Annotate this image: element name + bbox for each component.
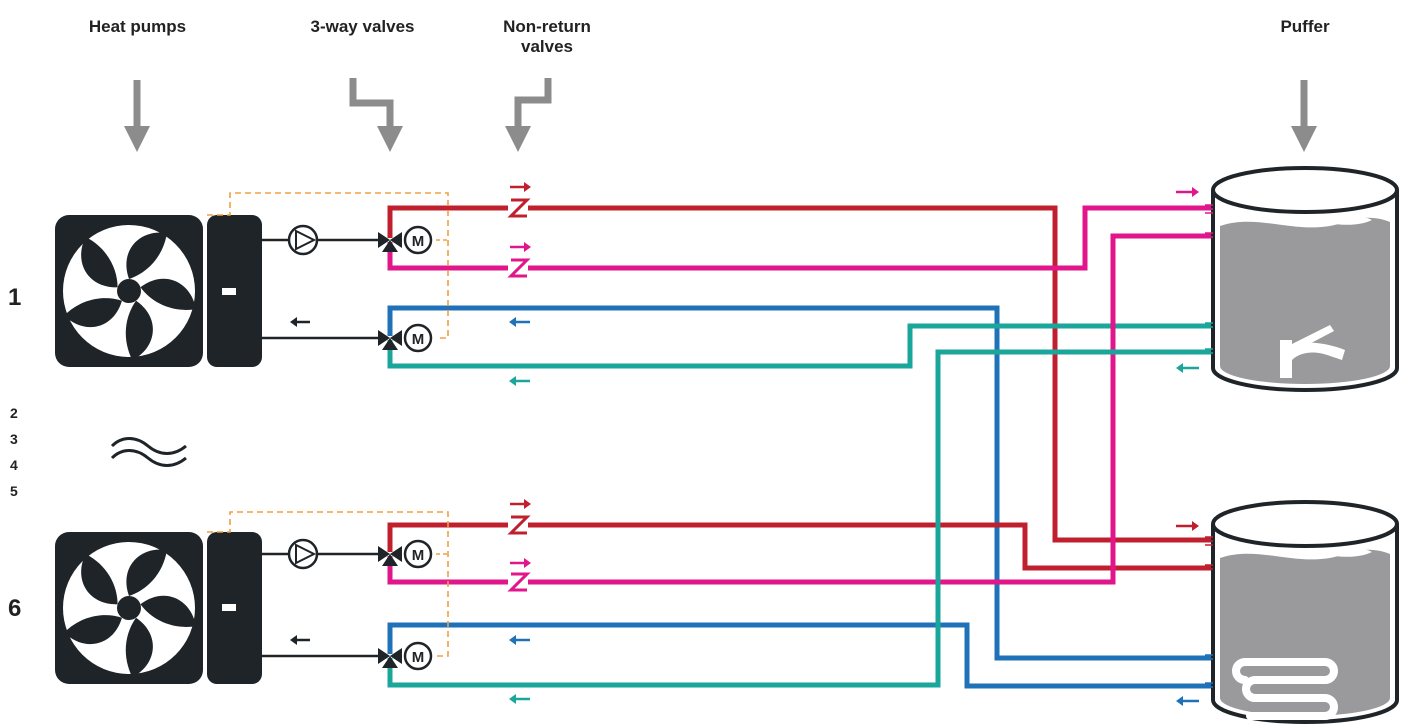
tank-upper-outflow-arrow	[1176, 363, 1199, 373]
tank-lower-inflow-arrow	[1176, 521, 1199, 531]
pipe-unit1-blue-return	[387, 305, 1213, 661]
tank-lower-port-ticks	[1205, 536, 1213, 688]
motorized-3-way-valve-icon-unit-6-supply: M	[378, 539, 433, 569]
approx-wave-icon	[110, 437, 187, 467]
heat-pumps-header: Heat pumps	[88, 17, 187, 36]
svg-text:M: M	[412, 649, 425, 666]
return-arrow-unit-6-blue	[509, 635, 530, 645]
motorized-3-way-valve-icon-unit-1-supply: M	[378, 225, 433, 255]
non-return-valve-icon-unit-1-red	[507, 182, 531, 218]
three-way-valves-indicator-arrow	[349, 78, 403, 152]
svg-text:M: M	[412, 547, 425, 564]
return-arrow-unit-1-blue	[509, 317, 530, 327]
heat-pump-unit-1	[55, 215, 262, 367]
three-way-valves-header: 3-way valves	[310, 17, 415, 36]
pipe-unit1-red-supply	[387, 205, 1213, 543]
unit-number-4: 4	[10, 457, 18, 473]
return-arrow-unit-6	[290, 635, 310, 645]
return-arrow-unit-6-teal	[509, 694, 530, 704]
svg-text:M: M	[412, 331, 425, 348]
unit-number-1: 1	[8, 284, 22, 311]
tank-upper-port-ticks	[1205, 204, 1213, 354]
non-return-valve-icon-unit-6-red	[507, 499, 531, 535]
non-return-valves-header: Non-return valves	[503, 17, 591, 56]
return-arrow-unit-1	[290, 317, 310, 327]
pipe-unit1-teal-return	[387, 323, 1213, 369]
control-line-unit-6	[207, 511, 449, 657]
circulation-pump-icon-unit-6	[287, 538, 319, 570]
circulation-pump-icon-unit-1	[287, 224, 319, 256]
pipe-unit6-teal-return	[387, 349, 1213, 688]
non-return-valve-icon-unit-6-pink	[507, 558, 531, 592]
buffer-tank-icon-lower	[1205, 500, 1399, 724]
tank-upper-inflow-arrow	[1176, 187, 1199, 197]
unit-number-5: 5	[10, 483, 18, 499]
control-line-unit-1	[207, 192, 449, 339]
buffer-tank-icon-upper	[1205, 166, 1399, 392]
puffer-indicator-arrow	[1291, 80, 1317, 152]
heat-pump-unit-6	[55, 532, 262, 684]
puffer-header: Puffer	[1280, 17, 1330, 36]
unit-number-2: 2	[10, 405, 18, 421]
motorized-3-way-valve-icon-unit-6-return: M	[378, 641, 433, 671]
heat-pumps-indicator-arrow	[124, 80, 150, 152]
motorized-3-way-valve-icon-unit-1-return: M	[378, 323, 433, 353]
unit-number-3: 3	[10, 431, 18, 447]
return-arrow-unit-1-teal	[509, 376, 530, 386]
non-return-valves-indicator-arrow	[505, 78, 552, 152]
unit-number-6: 6	[8, 595, 22, 622]
pipe-unit6-red-supply	[387, 522, 1213, 571]
heating-coil-icon	[1232, 658, 1338, 720]
pipe-unit6-pink-supply	[387, 233, 1213, 585]
hot-water-tap-icon	[1280, 325, 1345, 378]
pipe-unit1-pink-supply	[387, 205, 1213, 271]
tank-lower-outflow-arrow	[1176, 696, 1199, 706]
pipe-unit6-blue-return	[387, 622, 1213, 689]
svg-text:M: M	[412, 233, 425, 250]
non-return-valve-icon-unit-1-pink	[507, 242, 531, 278]
